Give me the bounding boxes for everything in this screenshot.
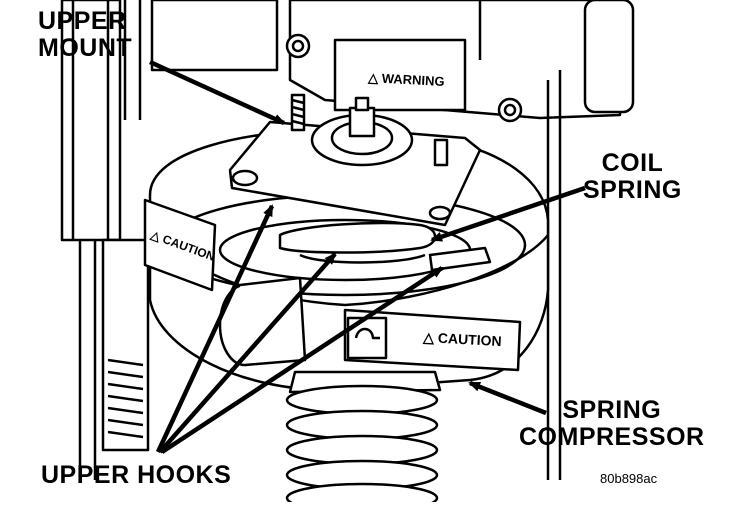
coil-spring-callout: COIL SPRING: [583, 150, 682, 204]
coil-spring-lower: [285, 370, 442, 507]
upper-mount-callout-line-1: UPPER: [38, 7, 127, 35]
coil-spring-leader-arrow: [430, 185, 586, 243]
coil-spring-callout-line-1: COIL: [601, 149, 664, 177]
upper-hook-arrow-left: [155, 204, 275, 453]
upper-hook-arrow-right: [160, 266, 444, 454]
upper-hooks-callout: UPPER HOOKS: [41, 461, 232, 489]
threaded-column: [60, 0, 150, 480]
warning-decal-text: △ WARNING: [367, 70, 445, 89]
upper-mount-leader-arrow: [149, 59, 286, 126]
caution-decal-right-text: △ CAUTION: [422, 329, 502, 349]
figure-id: 80b898ac: [600, 471, 658, 486]
spring-compressor-callout-line-2: COMPRESSOR: [519, 423, 705, 451]
spring-compressor-leader-arrow: [468, 380, 547, 416]
spring-compressor-callout: SPRING COMPRESSOR: [519, 397, 705, 451]
caution-decal-left: [143, 198, 217, 292]
coil-spring-callout-line-2: SPRING: [583, 176, 682, 204]
upper-mount-callout-line-2: MOUNT: [38, 34, 133, 62]
upper-mount-plate: [228, 93, 482, 227]
spring-compressor-callout-line-1: SPRING: [562, 396, 662, 424]
upper-hook-arrow-center: [158, 252, 337, 454]
upper-mount-callout: UPPER MOUNT: [38, 8, 132, 62]
